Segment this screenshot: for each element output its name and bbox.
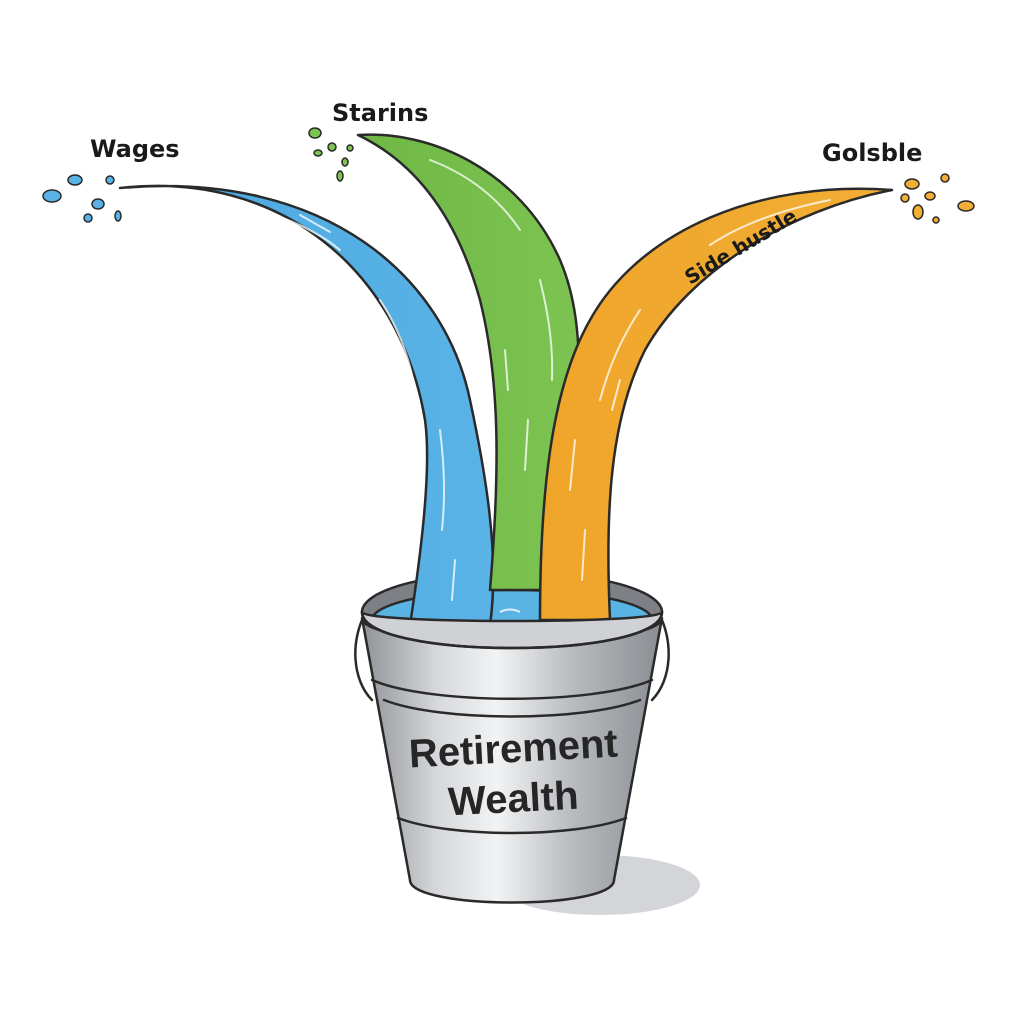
stream-wages: [118, 184, 495, 627]
stream-wages-highlights: [199, 199, 456, 601]
stream-label-wages: Wages: [90, 135, 180, 163]
bucket-band-bottom: [396, 816, 628, 835]
bucket-rim-line: [360, 610, 664, 650]
bucket-label-line2: Wealth: [447, 774, 580, 825]
stream-label-golsble: Golsble: [822, 139, 922, 167]
stream-golsble-highlights: [569, 199, 831, 581]
bucket-band-mid: [382, 698, 642, 718]
bucket-band-top: [370, 678, 654, 700]
golsble-splash-droplets: [900, 173, 975, 224]
stream-label-starins: Starins: [332, 99, 428, 127]
wages-splash-droplets: [42, 174, 122, 223]
starins-splash-droplets: [308, 127, 354, 182]
bucket-label-line1: Retirement: [408, 722, 619, 777]
